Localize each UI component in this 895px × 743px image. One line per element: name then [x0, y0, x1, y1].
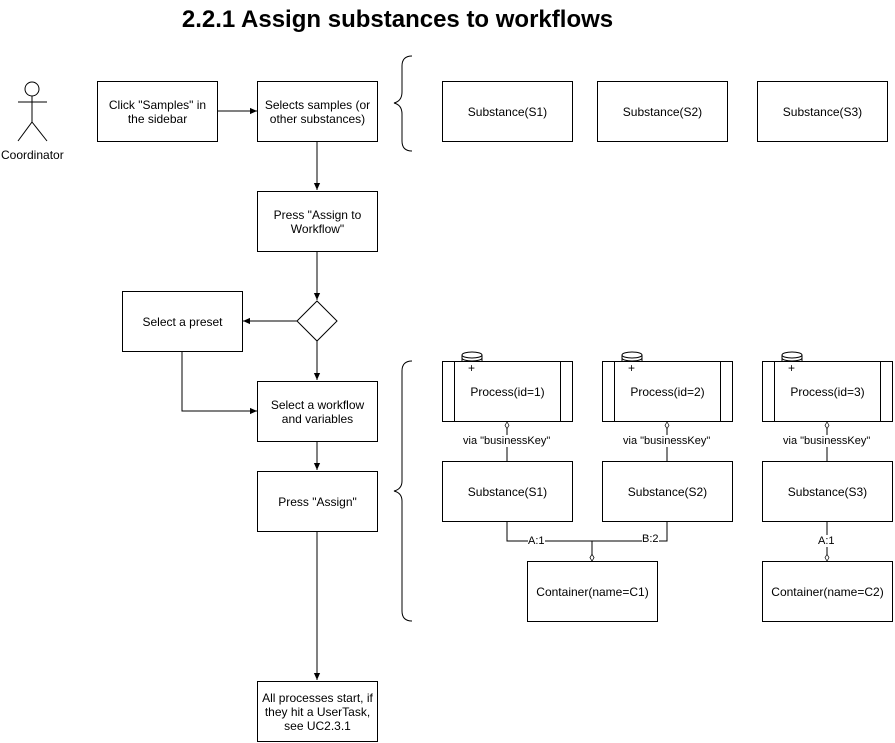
container-1: Container(name=C1): [527, 561, 658, 622]
process-3-marker: +: [788, 361, 796, 375]
selected-substance-2-label: Substance(S2): [622, 104, 703, 119]
step-press-assign-workflow: Press "Assign to Workflow": [257, 191, 378, 252]
arrow-preset-to-workflow: [181, 351, 257, 415]
process-1-label: Process(id=1): [470, 384, 545, 399]
process-1: Process(id=1): [442, 361, 573, 422]
step-click-samples: Click "Samples" in the sidebar: [97, 81, 218, 142]
link-substance1-container1: [506, 521, 595, 562]
step-press-assign-workflow-label: Press "Assign to Workflow": [273, 207, 362, 236]
actor-figure: [17, 81, 48, 142]
container-1-label: Container(name=C1): [536, 584, 649, 599]
result-substance-2: Substance(S2): [602, 461, 733, 522]
link-label-1: via "businessKey": [463, 435, 551, 447]
container-2: Container(name=C2): [762, 561, 893, 622]
step-select-samples-label: Selects samples (or other substances): [264, 97, 371, 126]
process-2: Process(id=2): [602, 361, 733, 422]
actor-label: Coordinator: [1, 148, 64, 162]
step-press-assign-label: Press "Assign": [278, 494, 357, 509]
selected-substance-3-label: Substance(S3): [782, 104, 863, 119]
step-select-workflow-label: Select a workflow and variables: [270, 397, 365, 426]
position-label-s1: A:1: [528, 535, 545, 547]
step-select-preset: Select a preset: [122, 291, 243, 352]
result-substance-3: Substance(S3): [762, 461, 893, 522]
decision-diamond: [296, 300, 338, 342]
step-press-assign: Press "Assign": [257, 471, 378, 532]
link-substance2-container1: [589, 521, 668, 562]
selected-substance-2: Substance(S2): [597, 81, 728, 142]
step-all-processes-start-label: All processes start, if they hit a UserT…: [262, 690, 373, 733]
step-all-processes-start: All processes start, if they hit a UserT…: [257, 681, 378, 742]
process-3: Process(id=3): [762, 361, 893, 422]
process-2-marker: +: [628, 361, 636, 375]
position-label-s2: B:2: [642, 533, 659, 545]
brace-result: [393, 360, 413, 622]
step-select-preset-label: Select a preset: [142, 314, 223, 329]
link-label-3: via "businessKey": [783, 435, 871, 447]
selected-substance-1: Substance(S1): [442, 81, 573, 142]
step-select-workflow: Select a workflow and variables: [257, 381, 378, 442]
brace-selection: [393, 55, 413, 152]
selected-substance-1-label: Substance(S1): [467, 104, 548, 119]
position-label-s3: A:1: [818, 535, 835, 547]
container-2-label: Container(name=C2): [771, 584, 884, 599]
process-1-marker: +: [468, 361, 476, 375]
process-2-label: Process(id=2): [630, 384, 705, 399]
result-substance-2-label: Substance(S2): [627, 484, 708, 499]
link-label-2: via "businessKey": [623, 435, 711, 447]
process-3-label: Process(id=3): [790, 384, 865, 399]
step-click-samples-label: Click "Samples" in the sidebar: [108, 97, 207, 126]
page-title: 2.2.1 Assign substances to workflows: [181, 6, 614, 33]
selected-substance-3: Substance(S3): [757, 81, 888, 142]
step-select-samples: Selects samples (or other substances): [257, 81, 378, 142]
result-substance-3-label: Substance(S3): [787, 484, 868, 499]
result-substance-1: Substance(S1): [442, 461, 573, 522]
result-substance-1-label: Substance(S1): [467, 484, 548, 499]
